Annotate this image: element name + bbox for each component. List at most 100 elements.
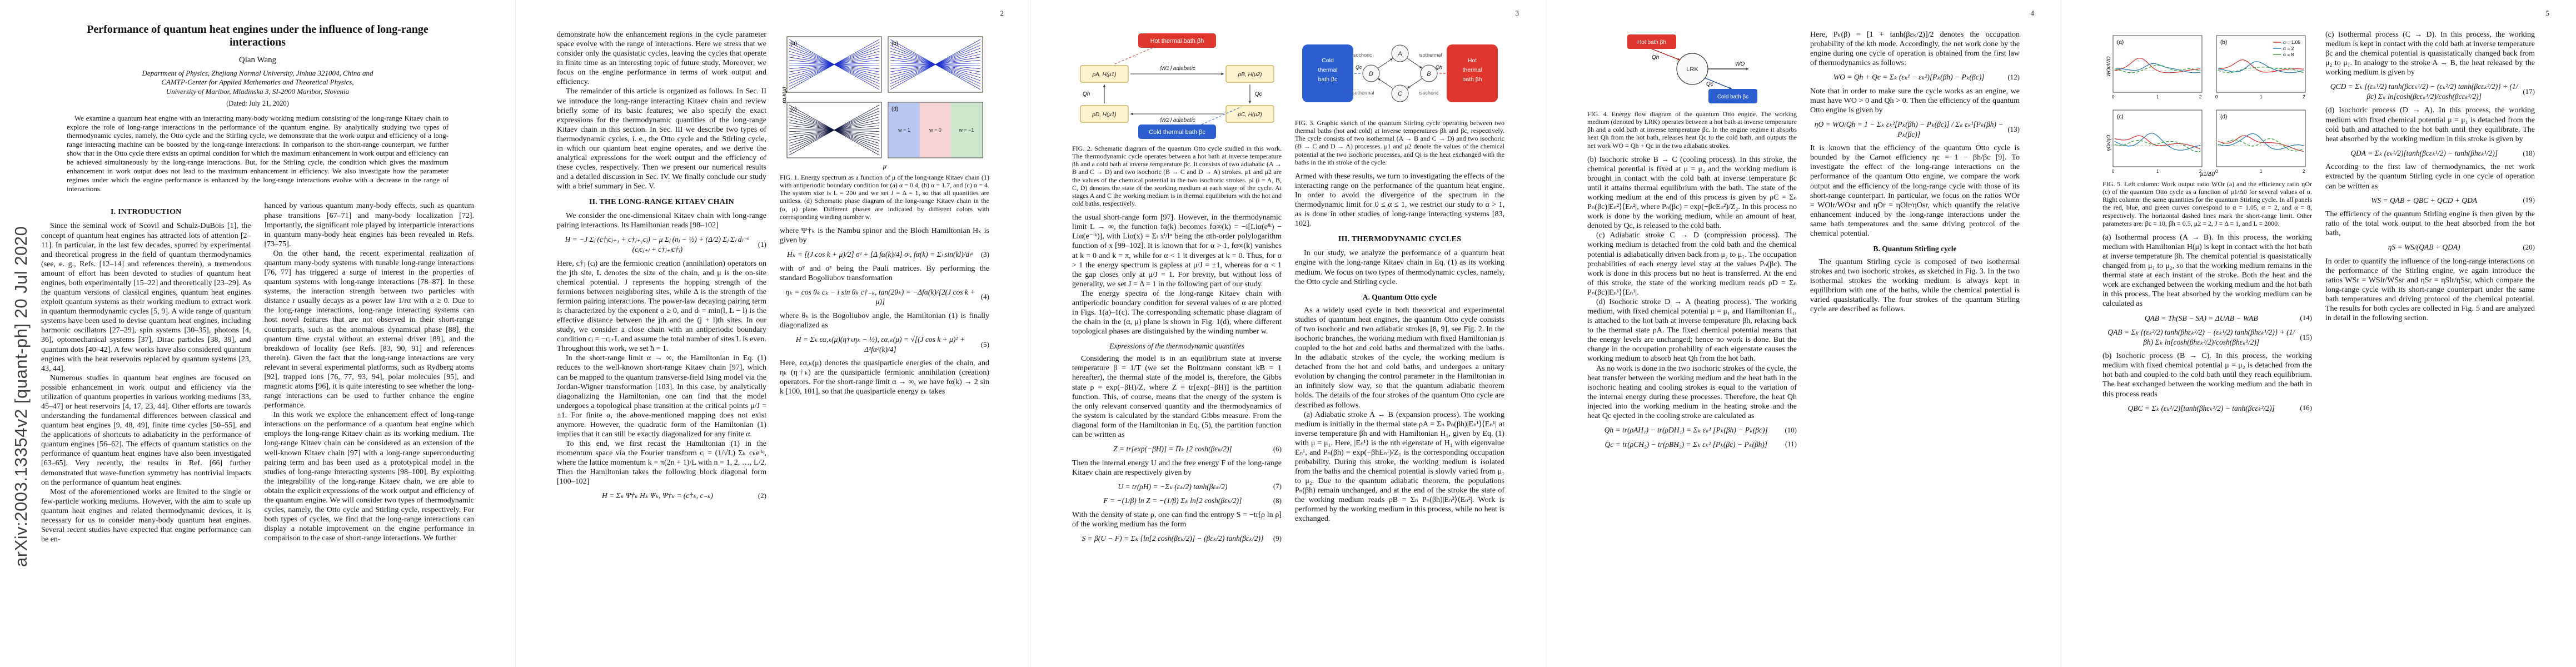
svg-text:Qc: Qc (1706, 81, 1713, 87)
equation-number: (3) (980, 250, 989, 258)
abstract: We examine a quantum heat engine with an… (67, 114, 449, 193)
paragraph: Armed with these results, we turn to inv… (1295, 172, 1504, 228)
paragraph: According to the first law of thermodyna… (2325, 163, 2535, 191)
svg-text:B: B (1427, 71, 1431, 77)
svg-text:Qh: Qh (1652, 54, 1660, 61)
paragraph: demonstrate how the enhancement regions … (557, 31, 766, 87)
page-number: 3 (1515, 9, 1519, 17)
display-equation: Qc = tr(ρCH₂) − tr(ρBH₂) = Σₖ εₖ² [Pₖ(βc… (1587, 440, 1797, 450)
svg-text:ρA, H(μ1): ρA, H(μ1) (1092, 72, 1116, 78)
paragraph: (a) Isothermal process (A → B). In this … (2102, 233, 2312, 308)
paragraph: where Ψ†ₖ is the Nambu spinor and the Bl… (780, 226, 989, 245)
display-equation: WS = QAB + QBC + QCD + QDA(19) (2325, 196, 2535, 206)
display-equation: QDA = Σₖ (εₖ¹/2)[tanh(βcεₖ¹/2) − tanh(βh… (2325, 148, 2535, 158)
figure-caption: FIG. 1. Energy spectrum as a function of… (780, 173, 989, 221)
svg-text:bath βh: bath βh (1462, 76, 1482, 83)
svg-text:Qh: Qh (1436, 64, 1442, 70)
svg-text:2: 2 (2199, 94, 2202, 99)
equation-body: ηₖ = cos θₖ cₖ − i sin θₖ c†₋ₖ, tan(2θₖ)… (785, 287, 975, 306)
equation-number: (11) (1785, 440, 1797, 449)
svg-text:α = 1.05: α = 1.05 (2283, 39, 2300, 45)
paragraph: (c) Isothermal process (C → D). In this … (2325, 31, 2535, 77)
display-equation: ηO = WO/Qh = 1 − Σₖ εₖ²[Pₖ(βh) − Pₖ(βc)]… (1810, 120, 2020, 139)
paragraph: (b) Isochoric process (B → C). In this p… (2102, 352, 2312, 399)
display-equation: U = tr(ρH) = −Σₖ (εₖ/2) tanh(βεₖ/2)(7) (1072, 482, 1282, 492)
paragraph: We consider the one-dimensional Kitaev c… (557, 212, 766, 230)
equation-body: QAB = Σₖ {(εₖ²/2) tanh(βhεₖ²/2) − (εₖ¹/2… (2107, 328, 2295, 346)
affiliation: CAMTP-Center for Applied Mathematics and… (161, 78, 354, 87)
page-number: 5 (2545, 9, 2550, 17)
equation-number: (15) (2300, 332, 2312, 341)
svg-text:isothermal: isothermal (1351, 90, 1374, 96)
equation-body: QDA = Σₖ (εₖ¹/2)[tanh(βcεₖ¹/2) − tanh(βh… (2350, 148, 2498, 157)
paragraph: where θₖ is the Bogoliubov angle, the Ha… (780, 311, 989, 330)
svg-text:isochoric: isochoric (1419, 90, 1439, 96)
figure-caption: FIG. 2. Schematic diagram of the quantum… (1072, 145, 1282, 208)
svg-text:εα,k(μ): εα,k(μ) (783, 87, 788, 103)
dated-line: (Dated: July 21, 2020) (226, 99, 289, 107)
paragraph: Here, Pₖ(β) = [1 + tanh(βεₖ/2)]/2 denote… (1810, 31, 2020, 68)
display-equation: QAB = Th(SB − SA) = ΔUAB − WAB(14) (2102, 313, 2312, 323)
display-equation: Qh = tr(ρAH₁) − tr(ρDH₁) = Σₖ εₖ¹ [Pₖ(βh… (1587, 425, 1797, 435)
paragraph: Most of the aforementioned works are lim… (41, 487, 251, 544)
svg-text:ρC, H(μ2): ρC, H(μ2) (1237, 112, 1262, 118)
svg-text:(d): (d) (2220, 114, 2227, 120)
svg-text:(b): (b) (2220, 39, 2227, 46)
column-2: (c) Isothermal process (C → D). In this … (2325, 30, 2535, 660)
svg-text:w = −1: w = −1 (958, 127, 974, 133)
spectrum-panel: (a) (786, 36, 881, 93)
equation-number: (2) (758, 491, 766, 500)
equation-number: (1) (758, 240, 766, 249)
equation-number: (7) (1273, 482, 1282, 491)
paragraph: (a) Adiabatic stroke A → B (expansion pr… (1295, 410, 1504, 524)
equation-number: (12) (2007, 73, 2020, 82)
svg-text:Qc: Qc (1356, 64, 1362, 70)
svg-text:(b): (b) (891, 41, 898, 47)
svg-text:LRK: LRK (1686, 66, 1698, 73)
paragraph: Considering the model is in an equilibri… (1072, 355, 1282, 439)
display-equation: H = Σₖ Ψ†ₖ Hₖ Ψₖ, Ψ†ₖ = (c†ₖ, c₋ₖ)(2) (557, 491, 766, 501)
svg-text:2: 2 (2199, 169, 2202, 174)
equation-body: S = β(U − F) = Σₖ {ln[2 cosh(βεₖ/2)] − (… (1082, 534, 1264, 542)
equation-body: WO = Qh + Qc = Σₖ (εₖ¹ − εₖ²)[Pₖ(βh) − P… (1833, 73, 1985, 82)
paragraph: It is known that the efficiency of the q… (1810, 144, 2020, 238)
paragraph: With the density of state ρ, one can fin… (1072, 510, 1282, 529)
equation-number: (6) (1273, 444, 1282, 453)
svg-text:⟨W2⟩ adiabatic: ⟨W2⟩ adiabatic (1159, 117, 1195, 123)
svg-text:μ1/Δ0: μ1/Δ0 (2199, 171, 2215, 177)
two-column-layout: demonstrate how the enhancement regions … (557, 30, 989, 660)
svg-text:0: 0 (2112, 169, 2115, 174)
subsection-heading: B. Quantum Stirling cycle (1873, 244, 1957, 253)
paragraph: In our study, we analyze the performance… (1295, 249, 1504, 286)
paragraph: (d) Isochoric stroke D → A (heating proc… (1587, 297, 1797, 364)
svg-text:2: 2 (2303, 169, 2305, 174)
svg-text:isochoric: isochoric (1352, 52, 1372, 58)
paragraph: Here, εα,ₖ(μ) denotes the quasiparticle … (780, 359, 989, 396)
paragraph: Then the internal energy U and the free … (1072, 459, 1282, 477)
figure-caption: FIG. 3. Graphic sketch of the quantum St… (1295, 119, 1504, 166)
display-equation: WO = Qh + Qc = Σₖ (εₖ¹ − εₖ²)[Pₖ(βh) − P… (1810, 72, 2020, 82)
equation-number: (19) (2523, 196, 2535, 205)
paragraph: Numerous studies in quantum heat engines… (41, 374, 251, 487)
svg-text:α = 2: α = 2 (2283, 46, 2294, 51)
svg-text:WOr/WO: WOr/WO (2106, 57, 2111, 77)
display-equation: ηₖ = cos θₖ cₖ − i sin θₖ c†₋ₖ, tan(2θₖ)… (780, 287, 989, 307)
paragraph: Since the seminal work of Scovil and Sch… (41, 222, 251, 373)
column-1: demonstrate how the enhancement regions … (557, 30, 766, 660)
equation-number: (17) (2523, 87, 2535, 96)
display-equation: Hₖ = [(J cos k + μ)/2] σᶻ + [Δ fα(k)/4] … (780, 250, 989, 260)
svg-text:Cold: Cold (1322, 57, 1334, 64)
subsection-heading: A. Quantum Otto cycle (1362, 292, 1437, 301)
column-2: Here, Pₖ(β) = [1 + tanh(βεₖ/2)]/2 denote… (1810, 30, 2020, 660)
svg-text:Cold thermal bath βc: Cold thermal bath βc (1149, 129, 1205, 136)
affiliation: Department of Physics, Zhejiang Normal U… (142, 69, 373, 77)
svg-text:w = 0: w = 0 (929, 127, 941, 133)
